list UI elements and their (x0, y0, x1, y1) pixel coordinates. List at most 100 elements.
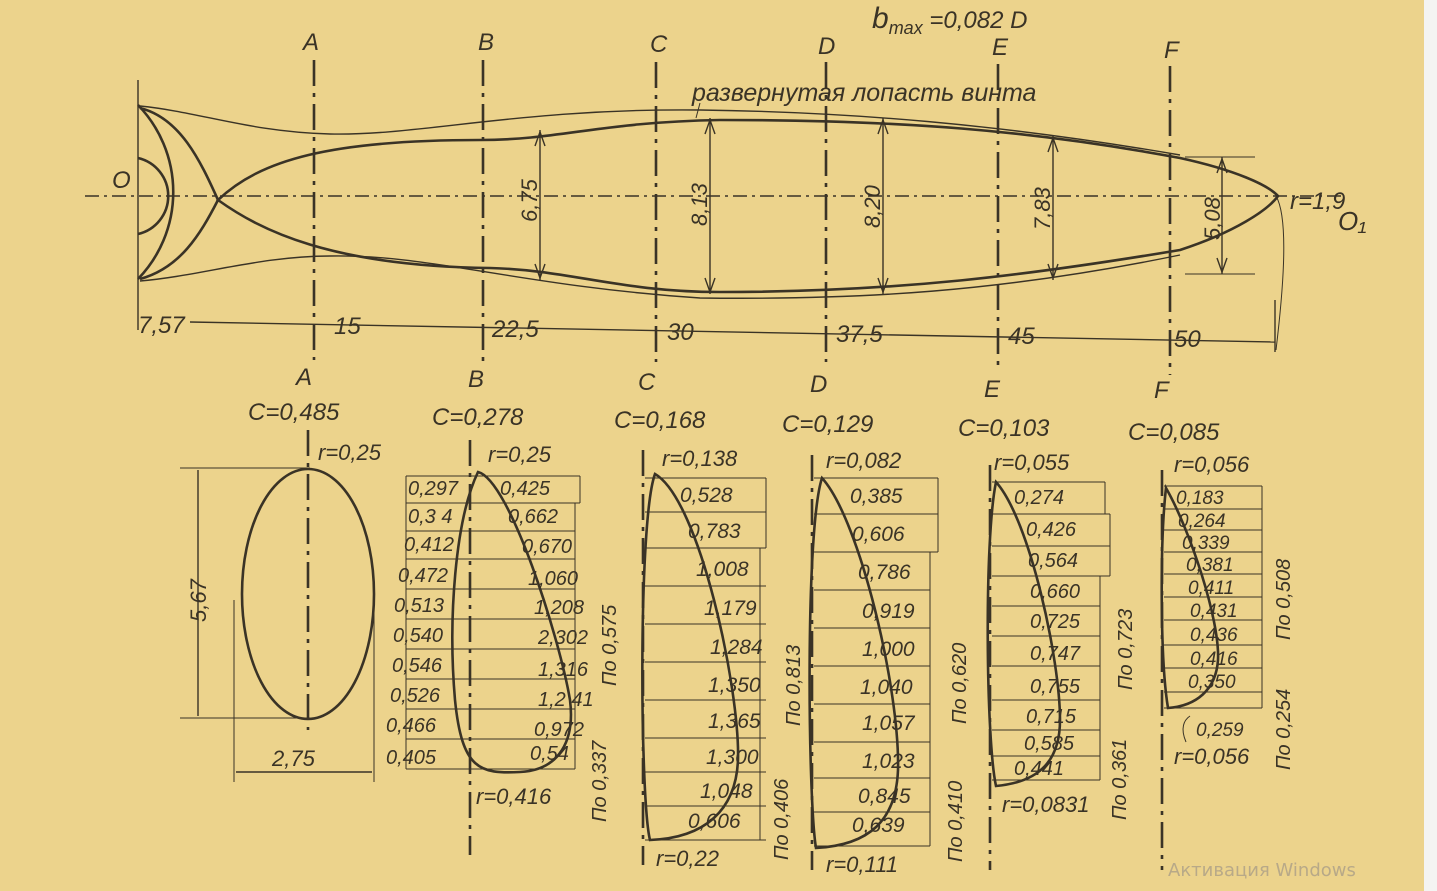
chord-dim-b: 6,75 (517, 129, 546, 281)
svg-text:0,381: 0,381 (1186, 555, 1234, 576)
svg-text:1,023: 1,023 (862, 750, 915, 773)
svg-text:0,528: 0,528 (680, 484, 733, 507)
svg-text:0,3 4: 0,3 4 (408, 506, 452, 528)
right-margin (1424, 0, 1437, 891)
svg-text:45: 45 (1008, 323, 1035, 350)
svg-text:0,339: 0,339 (1182, 533, 1230, 554)
svg-text:1,060: 1,060 (528, 568, 578, 590)
svg-text:1,316: 1,316 (538, 659, 589, 681)
svg-text:0,639: 0,639 (852, 814, 905, 837)
svg-text:1,008: 1,008 (696, 558, 749, 581)
svg-text:1,284: 1,284 (710, 636, 763, 659)
svg-text:1,040: 1,040 (860, 676, 913, 699)
svg-text:0,264: 0,264 (1178, 511, 1226, 532)
svg-text:B: B (478, 29, 494, 56)
svg-text:0,526: 0,526 (390, 685, 441, 707)
section-c-profile: C=0,168 r=0,138 0,528 0,783 1,008 1,179 … (614, 407, 805, 871)
svg-text:0,466: 0,466 (386, 715, 437, 737)
svg-text:0,786: 0,786 (858, 561, 911, 584)
svg-text:По 0,620: По 0,620 (949, 643, 971, 724)
svg-text:r=0,0831: r=0,0831 (1002, 792, 1089, 817)
svg-text:B: B (468, 366, 484, 393)
svg-text:0,425: 0,425 (500, 478, 551, 500)
svg-text:По 0,410: По 0,410 (945, 781, 967, 862)
svg-text:r=0,22: r=0,22 (656, 846, 719, 871)
svg-text:По 0,575: По 0,575 (599, 604, 621, 686)
svg-text:C=0,103: C=0,103 (958, 415, 1050, 442)
chord-dim-c: 8,13 (687, 117, 716, 295)
svg-text:0,436: 0,436 (1190, 625, 1238, 646)
tip-radius-label: r=1,9 (1290, 188, 1345, 215)
tip-radius-leader (1275, 195, 1285, 351)
svg-text:По 0,813: По 0,813 (783, 645, 805, 726)
svg-text:r=0,082: r=0,082 (826, 448, 901, 473)
svg-text:0,747: 0,747 (1030, 643, 1081, 665)
svg-text:0,783: 0,783 (688, 520, 741, 543)
svg-text:C=0,085: C=0,085 (1128, 419, 1220, 446)
svg-text:0,715: 0,715 (1026, 706, 1077, 728)
svg-text:0,540: 0,540 (393, 625, 443, 647)
svg-text:0,670: 0,670 (522, 536, 572, 558)
svg-text:r=0,416: r=0,416 (476, 784, 552, 809)
svg-text:0,405: 0,405 (386, 747, 437, 769)
svg-text:6,75: 6,75 (517, 178, 542, 222)
section-line-a: A A (294, 29, 319, 391)
svg-text:5,08: 5,08 (1200, 196, 1225, 240)
svg-text:r=0,056: r=0,056 (1174, 452, 1250, 477)
svg-text:1,179: 1,179 (704, 597, 757, 620)
svg-text:22,5: 22,5 (491, 316, 539, 343)
svg-text:C: C (638, 369, 656, 396)
svg-text:5,67: 5,67 (186, 578, 211, 622)
svg-text:По 0,508: По 0,508 (1273, 559, 1295, 640)
svg-text:D: D (818, 33, 835, 60)
chord-dim-e: 7,83 (1030, 135, 1059, 281)
hub-outline (137, 104, 175, 280)
svg-text:0,411: 0,411 (1188, 578, 1234, 599)
svg-text:r=0,056: r=0,056 (1174, 744, 1250, 769)
svg-text:D: D (810, 371, 827, 398)
svg-text:0,845: 0,845 (858, 785, 911, 808)
svg-text:1,300: 1,300 (706, 746, 759, 769)
svg-text:0,606: 0,606 (688, 810, 741, 833)
svg-text:E: E (984, 376, 1001, 403)
windows-activation-watermark: Активация Windows (1168, 860, 1356, 881)
svg-text:По 0,337: По 0,337 (589, 740, 611, 822)
svg-text:По 0,361: По 0,361 (1109, 739, 1131, 820)
section-line-b: B B (468, 29, 494, 393)
svg-text:По 0,406: По 0,406 (771, 778, 793, 860)
svg-text:15: 15 (334, 313, 361, 340)
section-line-f: F F (1154, 37, 1180, 404)
svg-text:0,472: 0,472 (398, 565, 448, 587)
svg-text:F: F (1154, 377, 1170, 404)
svg-text:C=0,129: C=0,129 (782, 411, 873, 438)
svg-text:1,048: 1,048 (700, 780, 753, 803)
bmax-label: bmax =0,082 D (872, 2, 1027, 38)
svg-text:0,426: 0,426 (1026, 519, 1077, 541)
hub-label: O (112, 167, 131, 194)
svg-text:50: 50 (1174, 326, 1201, 353)
station-dimensions: 7,57 15 22,5 30 37,5 45 50 (138, 300, 1276, 353)
svg-text:0,606: 0,606 (852, 523, 905, 546)
svg-text:C=0,278: C=0,278 (432, 404, 524, 431)
svg-text:0,662: 0,662 (508, 506, 558, 528)
section-line-e: E E (984, 34, 1009, 403)
svg-text:1,208: 1,208 (534, 597, 584, 619)
svg-text:0,416: 0,416 (1190, 649, 1238, 670)
chord-dim-d: 8,20 (860, 117, 889, 295)
svg-text:0,972: 0,972 (534, 719, 584, 741)
blade-outer-contour (139, 105, 1181, 156)
svg-text:37,5: 37,5 (836, 321, 883, 348)
svg-text:0,431: 0,431 (1190, 601, 1238, 622)
svg-text:r=0,138: r=0,138 (662, 446, 738, 471)
svg-text:0,755: 0,755 (1030, 676, 1081, 698)
svg-text:1,2 41: 1,2 41 (538, 689, 594, 711)
svg-text:r=0,25: r=0,25 (488, 442, 552, 467)
svg-text:0,385: 0,385 (850, 485, 903, 508)
svg-text:1,365: 1,365 (708, 710, 761, 733)
hub-fillet-top (139, 106, 220, 201)
blade-label: развернутая лопасть винта (691, 79, 1037, 107)
svg-text:0,259: 0,259 (1196, 720, 1244, 741)
svg-text:C: C (650, 31, 668, 58)
